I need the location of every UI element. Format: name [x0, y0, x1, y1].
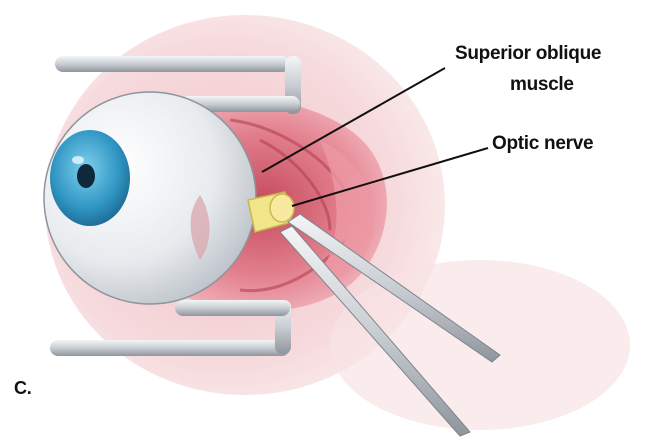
label-muscle: muscle — [510, 74, 574, 96]
label-superior-oblique: Superior oblique — [455, 43, 601, 65]
pupil — [77, 164, 95, 188]
panel-letter: C. — [14, 378, 31, 399]
eyeball — [44, 92, 256, 304]
label-optic-nerve: Optic nerve — [492, 133, 593, 155]
